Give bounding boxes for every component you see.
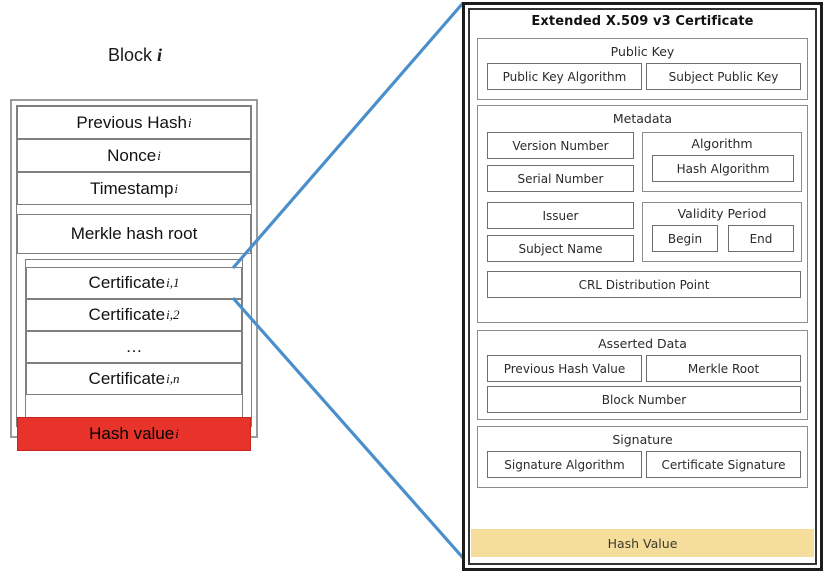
section-asserted-data: Asserted Data Previous Hash Value Merkle… <box>477 330 808 420</box>
block-field-timestamp-label: Timestamp <box>89 178 174 198</box>
field-subject-name: Subject Name <box>487 235 634 262</box>
section-public-key: Public Key Public Key Algorithm Subject … <box>477 38 808 100</box>
block-field-previous-hash-label: Previous Hash <box>76 112 187 132</box>
subgroup-algorithm: Algorithm Hash Algorithm <box>642 132 802 192</box>
section-metadata: Metadata Version Number Serial Number Is… <box>477 105 808 323</box>
subgroup-validity-period: Validity Period Begin End <box>642 202 802 262</box>
field-validity-end: End <box>728 225 794 252</box>
block-title-index: i <box>157 44 163 65</box>
field-hash-algorithm: Hash Algorithm <box>652 155 794 182</box>
connector-bottom-line <box>231 296 466 561</box>
certificate-ellipsis-label: … <box>125 337 143 356</box>
block-title-text: Block <box>107 44 152 65</box>
subgroup-validity-period-label: Validity Period <box>677 206 767 221</box>
block-field-merkle-hash-root-label: Merkle hash root <box>70 224 198 243</box>
certificate-hash-value-bar: Hash Value <box>471 529 814 557</box>
section-signature-label: Signature <box>612 432 673 447</box>
field-crl-distribution-point: CRL Distribution Point <box>487 271 801 298</box>
field-certificate-signature: Certificate Signature <box>646 451 801 478</box>
field-signature-algorithm: Signature Algorithm <box>487 451 642 478</box>
certificate-n-label: Certificate <box>88 369 166 388</box>
field-serial-number: Serial Number <box>487 165 634 192</box>
certificate-panel-title: Extended X.509 v3 Certificate <box>531 13 754 29</box>
section-asserted-data-label: Asserted Data <box>598 336 687 351</box>
block-hash-value-label: Hash value <box>89 424 175 443</box>
connector-top-line <box>231 1 465 270</box>
block-field-nonce-label: Nonce <box>107 145 157 165</box>
section-signature: Signature Signature Algorithm Certificat… <box>477 426 808 488</box>
list-item: … <box>26 331 242 363</box>
field-issuer: Issuer <box>487 202 634 229</box>
field-previous-hash-value: Previous Hash Value <box>487 355 642 382</box>
field-merkle-root: Merkle Root <box>646 355 801 382</box>
field-version-number: Version Number <box>487 132 634 159</box>
block-field-merkle-hash-root: Merkle hash root <box>17 214 251 254</box>
certificate-2-label: Certificate <box>88 305 166 324</box>
field-validity-begin: Begin <box>652 225 718 252</box>
subgroup-algorithm-label: Algorithm <box>691 136 753 151</box>
field-block-number: Block Number <box>487 386 801 413</box>
section-metadata-label: Metadata <box>612 111 673 126</box>
certificate-1-label: Certificate <box>88 273 166 292</box>
field-public-key-algorithm: Public Key Algorithm <box>487 63 642 90</box>
field-subject-public-key: Subject Public Key <box>646 63 801 90</box>
section-public-key-label: Public Key <box>610 44 675 59</box>
